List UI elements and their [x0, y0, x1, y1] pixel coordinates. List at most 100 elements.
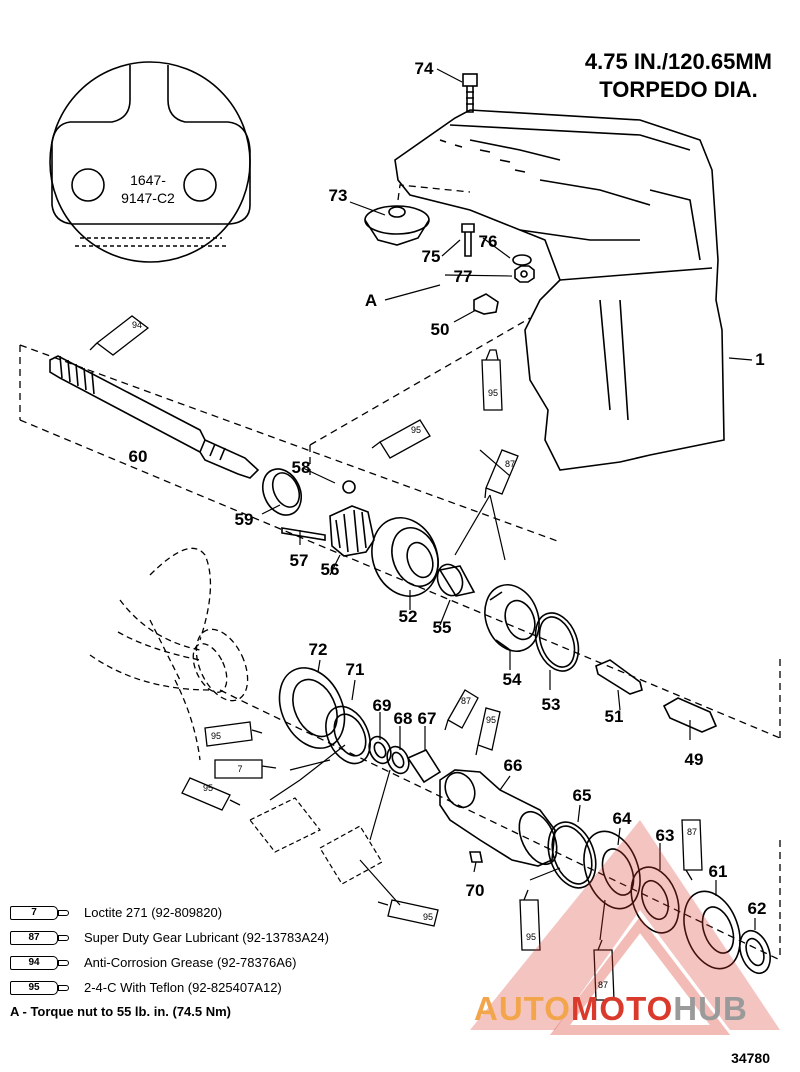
bolt-74: [462, 73, 478, 87]
tube-95-housing: [481, 349, 503, 411]
tube-icon: 94: [10, 954, 72, 972]
legend-text: Loctite 271 (92-809820): [84, 905, 223, 920]
tube-95-carrier: [519, 889, 541, 951]
tube-95-seal-b: [377, 899, 439, 927]
cam-follower-49: [662, 697, 718, 733]
forward-gear-52: [371, 517, 439, 597]
anode-73: [364, 205, 430, 235]
tube-icon: 7: [10, 904, 72, 922]
legend-row-94: 94 Anti-Corrosion Grease (92-78376A6): [10, 950, 329, 975]
tube-label-87-bottom: 87: [597, 980, 609, 990]
callout-58: 58: [291, 458, 311, 477]
gear-housing: [394, 109, 725, 471]
callout-67: 67: [417, 709, 437, 728]
callout-64: 64: [612, 809, 632, 828]
callout-72: 72: [308, 640, 328, 659]
tube-95-seal: [181, 777, 241, 811]
tapered-bearing-54: [484, 584, 540, 652]
seal-62: [739, 929, 771, 975]
legend-row-87: 87 Super Duty Gear Lubricant (92-13783A2…: [10, 925, 329, 950]
callout-53: 53: [541, 695, 561, 714]
callout-49: 49: [684, 750, 704, 769]
tube-icon: 87: [10, 929, 72, 947]
torque-note: A - Torque nut to 55 lb. in. (74.5 Nm): [10, 1004, 232, 1019]
callout-59: 59: [234, 510, 254, 529]
clutch-56: [329, 505, 375, 557]
callout-55: 55: [432, 618, 452, 637]
legend-text: 2-4-C With Teflon (92-825407A12): [84, 980, 282, 995]
callout-51: 51: [604, 707, 624, 726]
callout-52: 52: [398, 607, 418, 626]
figure-number: 34780: [731, 1050, 770, 1066]
inset-circle: [49, 61, 251, 263]
bearing-72: [278, 667, 346, 749]
tube-label-87-64: 87: [686, 827, 698, 837]
tube-label-95-ball: 95: [410, 425, 422, 435]
inset-line-2: 9147-C2: [121, 190, 175, 206]
needle-bearing-67: [406, 748, 442, 784]
lubricant-legend: 7 Loctite 271 (92-809820) 87 Super Duty …: [10, 900, 329, 1019]
torpedo-diameter-title: 4.75 IN./120.65MM TORPEDO DIA.: [585, 48, 772, 104]
inset-part-outline: [51, 65, 251, 225]
inset-line-1: 1647-: [130, 172, 166, 188]
tube-label-87-gear: 87: [504, 459, 516, 469]
tube-label-95-72: 95: [210, 731, 222, 741]
key-70: [469, 851, 483, 863]
callout-73: 73: [328, 186, 348, 205]
callout-77: 77: [453, 267, 473, 286]
nut-77: [514, 265, 535, 283]
callout-66: 66: [503, 756, 523, 775]
callout-a: A: [364, 291, 378, 310]
watermark-moto: MOTO: [570, 990, 674, 1027]
callout-69: 69: [372, 696, 392, 715]
reverse-gear-61: [683, 890, 741, 970]
callout-50: 50: [430, 320, 450, 339]
detent-ball-58: [342, 480, 356, 494]
ring-71: [325, 705, 371, 765]
tube-icon: 95: [10, 979, 72, 997]
bolt-75: [461, 223, 475, 257]
bearing-carrier-66: [439, 769, 556, 867]
inset-part-number: 1647- 9147-C2: [98, 171, 198, 207]
tube-95-67: [475, 707, 501, 756]
tube-87-gear: [484, 449, 519, 499]
cross-pin-57: [281, 527, 326, 541]
callout-75: 75: [421, 247, 441, 266]
tube-label-7: 7: [237, 764, 243, 774]
shift-actuator-51: [595, 659, 643, 695]
tube-label-95-housing: 95: [487, 388, 499, 398]
tube-95-72: [204, 721, 263, 747]
tube-label-95-carrier: 95: [525, 932, 537, 942]
o-ring-53: [534, 612, 580, 672]
tube-95-ball: [371, 419, 431, 459]
tube-label-95-seal: 95: [202, 783, 214, 793]
callout-68: 68: [393, 709, 413, 728]
callout-74: 74: [414, 59, 434, 78]
seal-detail-box-a: [249, 797, 321, 853]
callout-63: 63: [655, 826, 675, 845]
callout-57: 57: [289, 551, 309, 570]
watermark-hub: HUB: [673, 990, 748, 1027]
callout-65: 65: [572, 786, 592, 805]
propeller-outline: [89, 547, 212, 691]
legend-text: Anti-Corrosion Grease (92-78376A6): [84, 955, 297, 970]
thrust-hub-59: [261, 468, 303, 516]
callout-76: 76: [478, 232, 498, 251]
tube-label-95-67: 95: [485, 715, 497, 725]
watermark-logo: [470, 820, 780, 1035]
callout-1: 1: [755, 350, 765, 369]
watermark-text: AUTOMOTOHUB: [474, 990, 748, 1028]
seal-detail-box-b: [319, 825, 383, 885]
callout-61: 61: [708, 862, 728, 881]
o-ring-65: [547, 821, 597, 889]
legend-text: Super Duty Gear Lubricant (92-13783A24): [84, 930, 329, 945]
tube-87-67: [444, 689, 479, 731]
callout-56: 56: [320, 560, 340, 579]
callout-71: 71: [345, 660, 365, 679]
thrust-washer-63: [630, 866, 680, 934]
bearing-64: [583, 830, 641, 910]
tube-label-94: 94: [131, 320, 143, 330]
washer-69: [368, 735, 392, 765]
washer-76: [512, 254, 532, 266]
